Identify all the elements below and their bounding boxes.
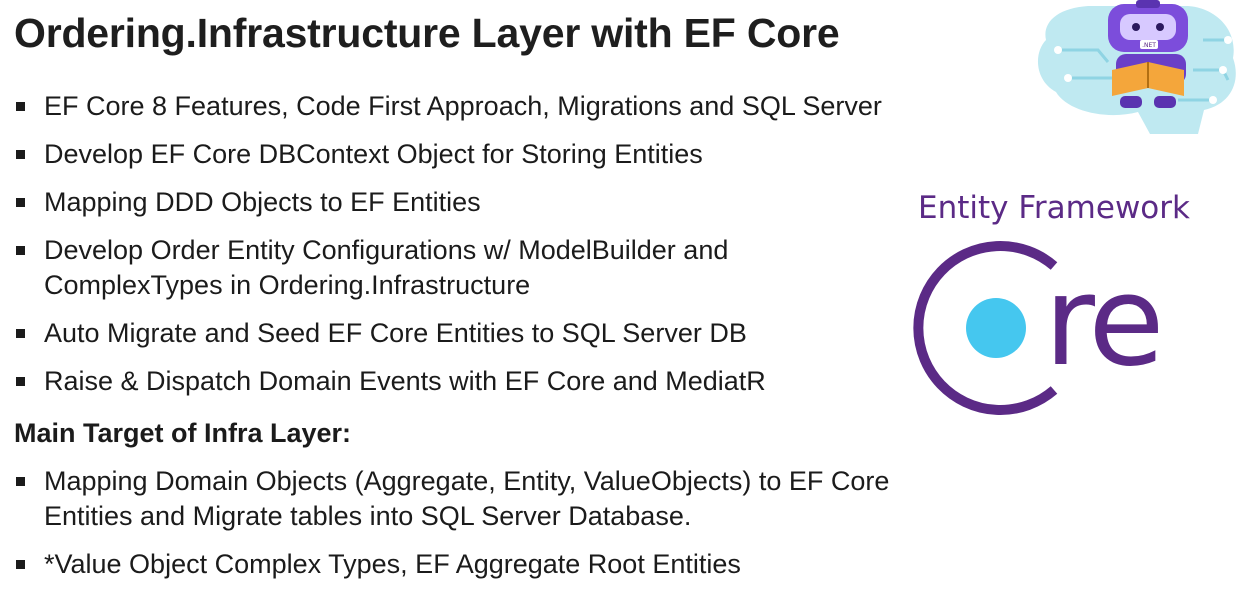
bullet-text-line: *Value Object Complex Types, EF Aggregat… xyxy=(44,549,741,579)
bullet-text-line: Raise & Dispatch Domain Events with EF C… xyxy=(44,366,766,396)
bullet-text-line: Develop Order Entity Configurations w/ M… xyxy=(44,235,729,265)
bullet-text-line: Entities and Migrate tables into SQL Ser… xyxy=(44,501,692,531)
feature-bullet-list: EF Core 8 Features, Code First Approach,… xyxy=(14,89,882,412)
slide-title: Ordering.Infrastructure Layer with EF Co… xyxy=(14,10,840,56)
square-bullet-icon xyxy=(16,150,25,159)
ef-logo-caption: Entity Framework xyxy=(918,190,1190,226)
bullet-item: Develop EF Core DBContext Object for Sto… xyxy=(14,137,882,172)
bullet-item: *Value Object Complex Types, EF Aggregat… xyxy=(14,547,889,582)
bullet-text-line: Mapping DDD Objects to EF Entities xyxy=(44,187,481,217)
square-bullet-icon xyxy=(16,477,25,486)
bullet-item: Auto Migrate and Seed EF Core Entities t… xyxy=(14,316,882,351)
square-bullet-icon xyxy=(16,102,25,111)
bullet-text-line: Auto Migrate and Seed EF Core Entities t… xyxy=(44,318,747,348)
square-bullet-icon xyxy=(16,246,25,255)
bullet-item: Develop Order Entity Configurations w/ M… xyxy=(14,233,882,303)
section-heading: Main Target of Infra Layer: xyxy=(14,418,352,448)
bullet-item: Raise & Dispatch Domain Events with EF C… xyxy=(14,364,882,399)
square-bullet-icon xyxy=(16,560,25,569)
bullet-text-line: Mapping Domain Objects (Aggregate, Entit… xyxy=(44,466,890,496)
square-bullet-icon xyxy=(16,377,25,386)
bullet-text-line: EF Core 8 Features, Code First Approach,… xyxy=(44,91,882,121)
bullet-item: EF Core 8 Features, Code First Approach,… xyxy=(14,89,882,124)
dotnet-bot-mascot-icon: .NET xyxy=(1037,0,1236,134)
bullet-item: Mapping Domain Objects (Aggregate, Entit… xyxy=(14,464,889,534)
ef-logo-wordmark: re xyxy=(1044,250,1161,394)
bullet-item: Mapping DDD Objects to EF Entities xyxy=(14,185,882,220)
bullet-text-line: Develop EF Core DBContext Object for Sto… xyxy=(44,139,703,169)
ef-core-logo: re xyxy=(913,241,1165,415)
ef-logo-ring-icon xyxy=(913,241,1058,415)
bullet-text-line: ComplexTypes in Ordering.Infrastructure xyxy=(44,270,531,300)
ef-logo-dot-icon xyxy=(966,298,1026,358)
target-bullet-list: Mapping Domain Objects (Aggregate, Entit… xyxy=(14,464,889,595)
square-bullet-icon xyxy=(16,198,25,207)
mascot-badge-label: .NET xyxy=(1142,42,1156,49)
square-bullet-icon xyxy=(16,329,25,338)
